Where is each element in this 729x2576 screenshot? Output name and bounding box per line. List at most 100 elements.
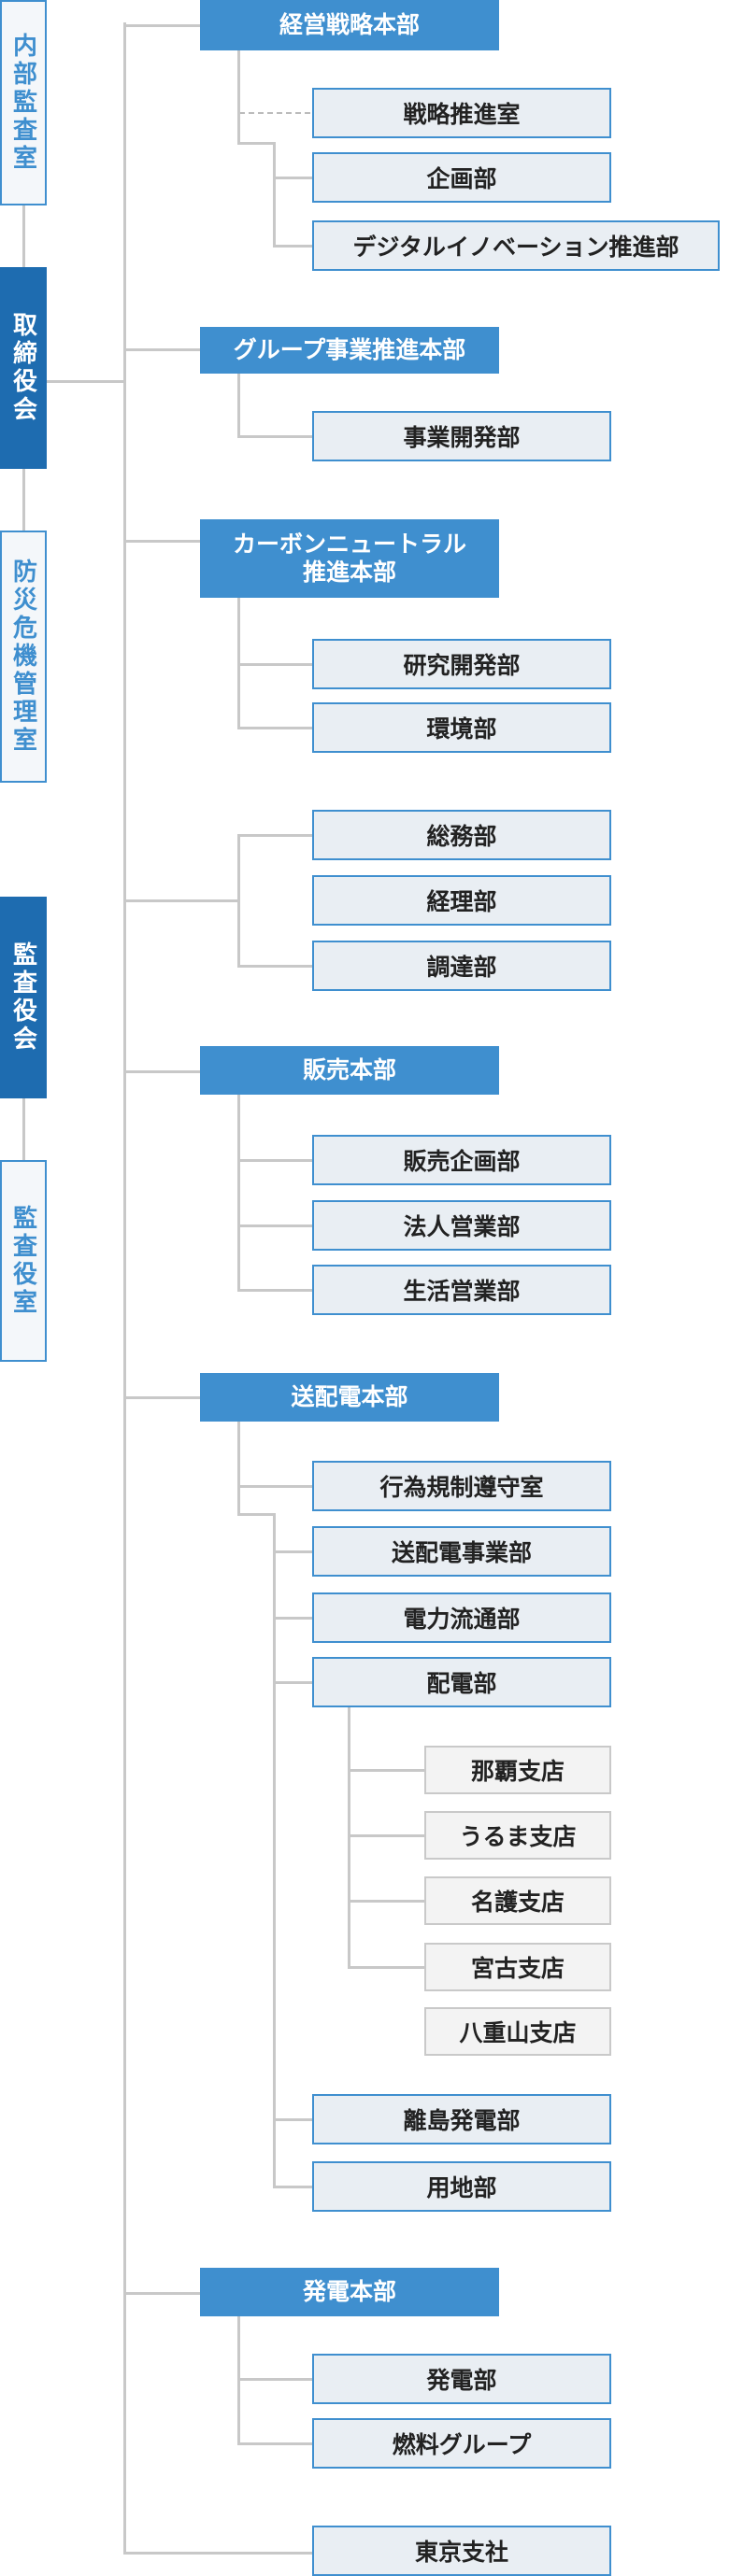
corporate-sales-dept-label: 法人営業部 (403, 1213, 521, 1240)
research-development-dept-label: 研究開発部 (403, 652, 521, 679)
procurement-dept-label: 調達部 (426, 954, 497, 981)
connector-line (273, 2118, 312, 2121)
connector-line (123, 540, 200, 543)
connector-line (273, 2186, 312, 2188)
tokyo-branch-office-label: 東京支社 (414, 2539, 508, 2566)
research-development-dept-box[interactable]: 研究開発部 (312, 639, 611, 689)
management-strategy-hq-box[interactable]: 経営戦略本部 (200, 0, 499, 50)
land-dept-label: 用地部 (426, 2174, 497, 2201)
connector-line (273, 1617, 312, 1620)
remote-islands-generation-dept-label: 離島発電部 (403, 2107, 521, 2134)
transmission-distribution-hq-box[interactable]: 送配電本部 (200, 1373, 499, 1422)
connector-line (237, 1422, 240, 1515)
connector-line (273, 1681, 312, 1684)
yaeyama-branch-label: 八重山支店 (459, 2019, 577, 2046)
td-business-dept-box[interactable]: 送配電事業部 (312, 1526, 611, 1577)
dashed-connector (239, 112, 310, 114)
connector-line (123, 24, 200, 27)
land-dept-box[interactable]: 用地部 (312, 2161, 611, 2212)
corporate-sales-dept-box[interactable]: 法人営業部 (312, 1200, 611, 1251)
yaeyama-branch-box[interactable]: 八重山支店 (424, 2007, 611, 2056)
connector-line (237, 1095, 240, 1291)
carbon-neutral-hq-label-line1: カーボンニュートラル (232, 531, 466, 558)
environment-dept-label: 環境部 (426, 715, 497, 743)
connector-line (237, 50, 240, 144)
compliance-office-box[interactable]: 行為規制遵守室 (312, 1461, 611, 1511)
board-of-directors-box[interactable]: 取締役会 (0, 267, 47, 469)
fuel-group-box[interactable]: 燃料グループ (312, 2418, 611, 2469)
procurement-dept-box[interactable]: 調達部 (312, 941, 611, 991)
connector-line (237, 834, 312, 837)
carbon-neutral-hq-label-line2: 推進本部 (302, 559, 396, 586)
connector-line (237, 2378, 312, 2381)
nago-branch-label: 名護支店 (470, 1889, 565, 1916)
management-strategy-hq-label: 経営戦略本部 (279, 11, 420, 38)
digital-innovation-dept-box[interactable]: デジタルイノベーション推進部 (312, 220, 720, 271)
connector-line (273, 245, 312, 248)
uruma-branch-box[interactable]: うるま支店 (424, 1811, 611, 1860)
digital-innovation-dept-label: デジタルイノベーション推進部 (352, 234, 679, 261)
connector-line (123, 2292, 200, 2295)
connector-line (123, 899, 239, 902)
connector-line (348, 1900, 424, 1903)
environment-dept-box[interactable]: 環境部 (312, 702, 611, 753)
connector-line (123, 1396, 200, 1399)
connector-line (348, 1706, 350, 1969)
planning-dept-box[interactable]: 企画部 (312, 152, 611, 203)
residential-sales-dept-box[interactable]: 生活営業部 (312, 1265, 611, 1315)
connector-line (237, 2442, 312, 2445)
group-business-hq-box[interactable]: グループ事業推進本部 (200, 327, 499, 374)
auditor-office-label: 監査役室 (8, 1205, 37, 1317)
connector-line (237, 834, 240, 967)
business-development-dept-label: 事業開発部 (403, 424, 521, 451)
connector-line (348, 1834, 424, 1837)
general-affairs-dept-label: 総務部 (426, 823, 497, 850)
sales-planning-dept-label: 販売企画部 (403, 1148, 521, 1175)
sales-hq-box[interactable]: 販売本部 (200, 1046, 499, 1095)
connector-line (273, 177, 312, 179)
connector-line (237, 965, 312, 968)
residential-sales-dept-label: 生活営業部 (403, 1278, 521, 1305)
remote-islands-generation-dept-box[interactable]: 離島発電部 (312, 2094, 611, 2144)
accounting-dept-label: 経理部 (426, 888, 497, 915)
general-affairs-dept-box[interactable]: 総務部 (312, 810, 611, 860)
generation-dept-label: 発電部 (426, 2367, 497, 2394)
board-of-directors-label: 取締役会 (8, 312, 37, 424)
power-distribution-network-dept-box[interactable]: 電力流通部 (312, 1592, 611, 1643)
generation-dept-box[interactable]: 発電部 (312, 2354, 611, 2404)
strategy-promotion-office-box[interactable]: 戦略推進室 (312, 88, 611, 138)
audit-board-label: 監査役会 (8, 941, 37, 1054)
business-development-dept-box[interactable]: 事業開発部 (312, 411, 611, 461)
connector-line (237, 435, 312, 438)
connector-line (123, 2552, 312, 2555)
connector-line (237, 1224, 312, 1227)
generation-hq-box[interactable]: 発電本部 (200, 2268, 499, 2316)
connector-line (348, 1769, 424, 1772)
connector-line (273, 142, 276, 247)
crisis-management-office-box[interactable]: 防災危機管理室 (0, 531, 47, 783)
sales-planning-dept-box[interactable]: 販売企画部 (312, 1135, 611, 1185)
distribution-dept-label: 配電部 (426, 1670, 497, 1697)
power-distribution-network-dept-label: 電力流通部 (403, 1606, 521, 1633)
distribution-dept-box[interactable]: 配電部 (312, 1657, 611, 1707)
connector-line (237, 1485, 312, 1488)
carbon-neutral-hq-box[interactable]: カーボンニュートラル 推進本部 (200, 519, 499, 598)
uruma-branch-label: うるま支店 (459, 1823, 577, 1850)
connector-line (348, 1966, 424, 1969)
connector-line (123, 22, 126, 2554)
tokyo-branch-office-box[interactable]: 東京支社 (312, 2526, 611, 2576)
transmission-distribution-hq-label: 送配電本部 (291, 1383, 408, 1410)
connector-line (47, 380, 125, 383)
connector-line (273, 1550, 312, 1553)
accounting-dept-box[interactable]: 経理部 (312, 875, 611, 926)
fuel-group-label: 燃料グループ (392, 2431, 532, 2458)
audit-board-box[interactable]: 監査役会 (0, 897, 47, 1098)
naha-branch-box[interactable]: 那覇支店 (424, 1746, 611, 1794)
connector-line (237, 1513, 275, 1516)
miyako-branch-box[interactable]: 宮古支店 (424, 1943, 611, 1991)
nago-branch-box[interactable]: 名護支店 (424, 1876, 611, 1925)
strategy-promotion-office-label: 戦略推進室 (403, 101, 521, 128)
auditor-office-box[interactable]: 監査役室 (0, 1160, 47, 1362)
connector-line (273, 1513, 276, 2187)
internal-audit-office-box[interactable]: 内部監査室 (0, 0, 47, 205)
